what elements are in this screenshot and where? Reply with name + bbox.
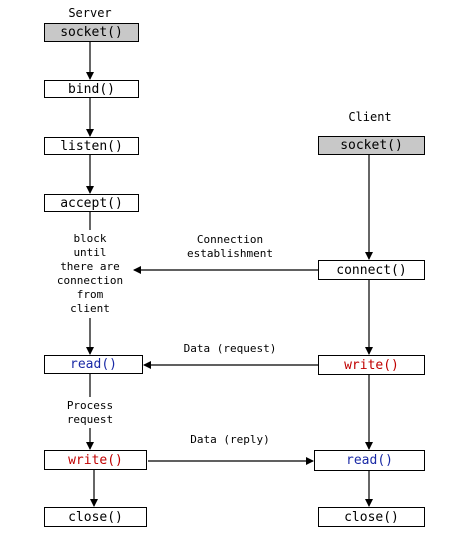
client-connect-box: connect() [318, 260, 425, 280]
client-socket-box: socket() [318, 136, 425, 155]
server-listen-box: listen() [44, 137, 139, 155]
server-accept-box: accept() [44, 194, 139, 212]
connection-establishment-label: Connection establishment [186, 233, 274, 260]
client-read-box: read() [314, 450, 425, 471]
data-reply-label: Data (reply) [190, 433, 270, 446]
client-close-box: close() [318, 507, 425, 527]
server-socket-box: socket() [44, 23, 139, 42]
server-title: Server [68, 6, 112, 20]
server-block-note: block until there are connection from cl… [56, 232, 124, 315]
server-read-box: read() [44, 355, 143, 374]
server-write-box: write() [44, 450, 147, 470]
server-close-box: close() [44, 507, 147, 527]
data-request-label: Data (request) [183, 342, 277, 355]
server-process-note: Process request [66, 399, 114, 426]
client-write-box: write() [318, 355, 425, 375]
client-title: Client [348, 110, 392, 124]
server-bind-box: bind() [44, 80, 139, 98]
